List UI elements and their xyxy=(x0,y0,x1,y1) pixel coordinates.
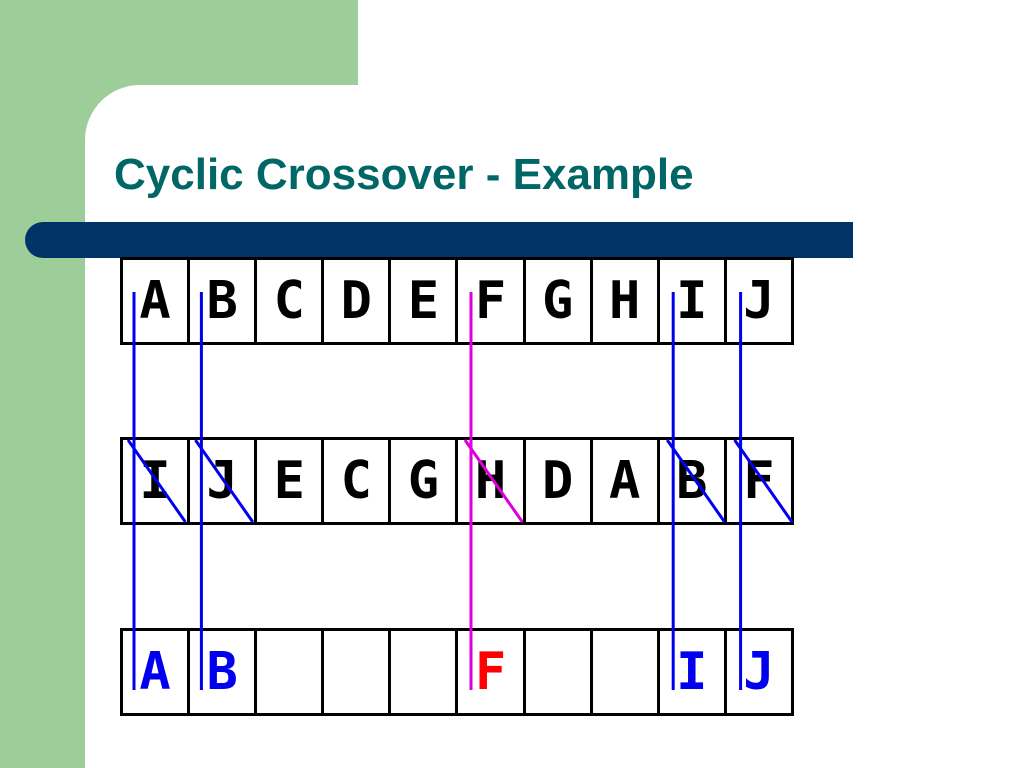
offspring-cell: A xyxy=(139,642,171,702)
parent1-cell: C xyxy=(254,260,321,342)
parent1-cell: H xyxy=(589,260,657,342)
parent2-cell: B xyxy=(656,440,724,522)
parent2-cell: J xyxy=(187,440,254,522)
parent2-cell: A xyxy=(589,440,657,522)
offspring-cell: F xyxy=(455,631,522,713)
parent2-cell: F xyxy=(723,440,791,522)
parent2-cell: C xyxy=(321,440,388,522)
parent2-cell: E xyxy=(254,440,321,522)
parent1-cell: B xyxy=(187,260,254,342)
parent2-cell: D xyxy=(522,440,590,522)
parent1-row: A B C D E F G H I J xyxy=(120,257,794,345)
offspring-cell-empty xyxy=(388,631,455,713)
parent1-cell: I xyxy=(656,260,724,342)
parent2-cell: H xyxy=(455,440,522,522)
offspring-cell: J xyxy=(723,631,791,713)
offspring-cell-empty xyxy=(321,631,388,713)
offspring-cell: B xyxy=(187,631,254,713)
parent1-cell: F xyxy=(455,260,522,342)
offspring-cell-empty xyxy=(589,631,657,713)
parent1-cell: E xyxy=(388,260,455,342)
parent1-cell: J xyxy=(723,260,791,342)
slide-title: Cyclic Crossover - Example xyxy=(114,150,694,199)
parent1-cell: A xyxy=(139,271,171,331)
parent2-row: I J E C G H D A B F xyxy=(120,437,794,525)
offspring-cell: I xyxy=(656,631,724,713)
offspring-row: A B F I J xyxy=(120,628,794,716)
title-divider-bar xyxy=(25,222,853,258)
parent2-cell: G xyxy=(388,440,455,522)
parent2-cell: I xyxy=(139,451,171,511)
parent1-cell: D xyxy=(321,260,388,342)
offspring-cell-empty xyxy=(254,631,321,713)
parent1-cell: G xyxy=(522,260,590,342)
offspring-cell-empty xyxy=(522,631,590,713)
